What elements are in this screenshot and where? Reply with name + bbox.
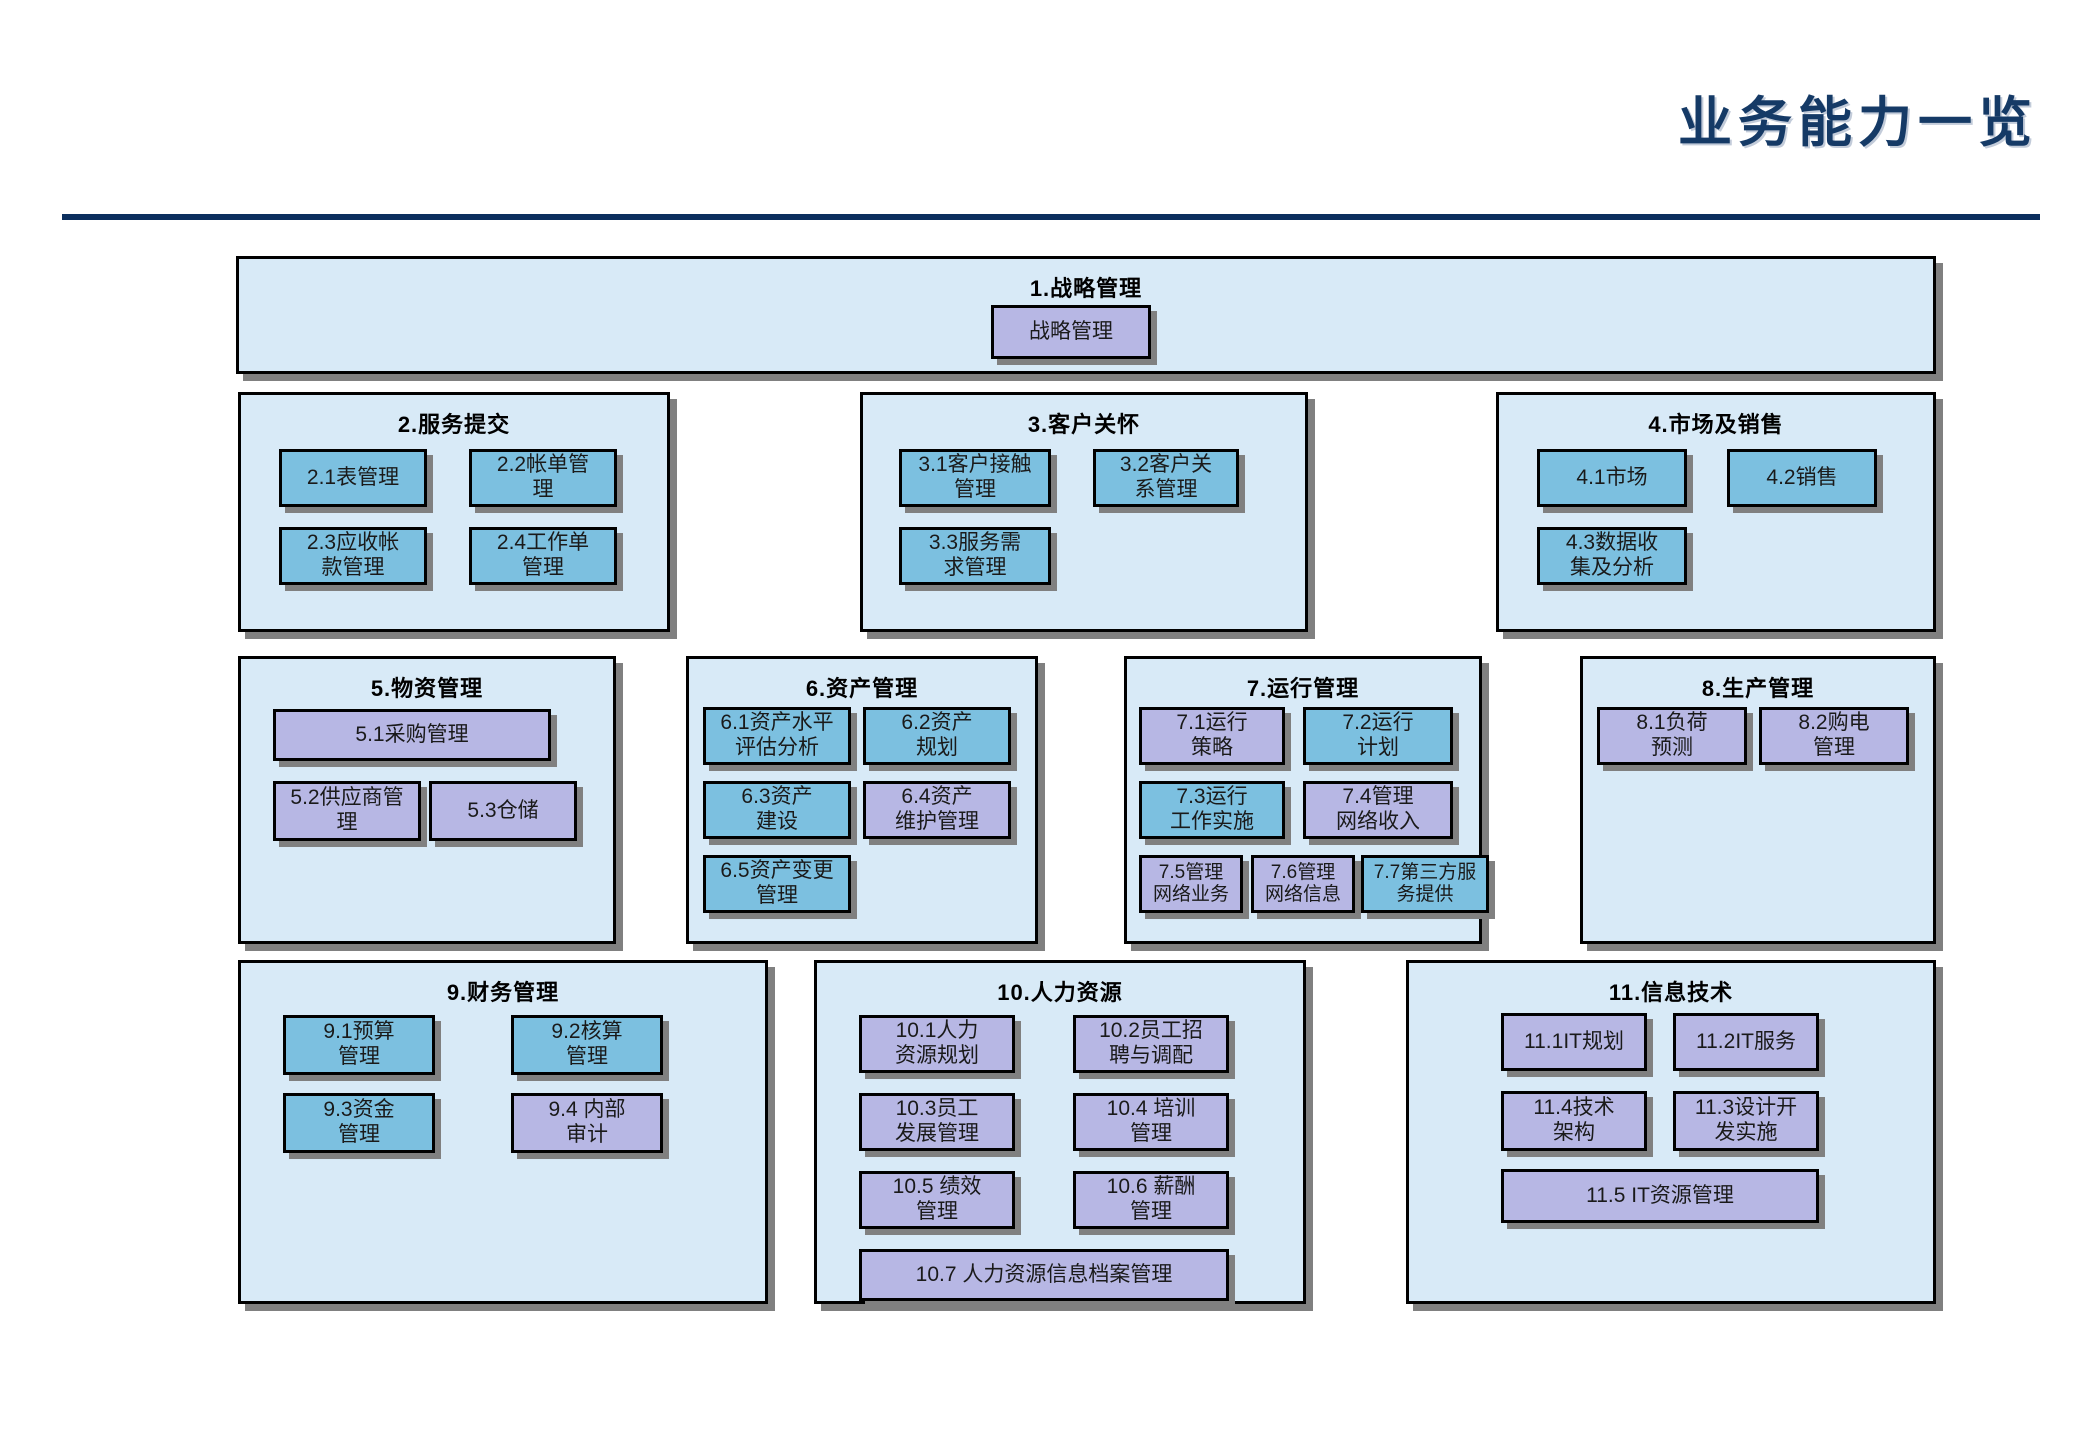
panel-asset-management[interactable]: 6.资产管理 6.1资产水平 评估分析 6.2资产 规划 6.3资产 建设 6.… [686,656,1038,944]
capability-box-4-1[interactable]: 4.1市场 [1537,449,1687,507]
title-divider [62,214,2040,220]
capability-box-1-1[interactable]: 战略管理 [991,305,1151,359]
capability-box-10-5[interactable]: 10.5 绩效 管理 [859,1171,1015,1229]
capability-box-7-4[interactable]: 7.4管理 网络收入 [1303,781,1453,839]
capability-box-5-1[interactable]: 5.1采购管理 [273,709,551,761]
capability-box-11-5[interactable]: 11.5 IT资源管理 [1501,1169,1819,1223]
panel-title: 11.信息技术 [1608,980,1734,1005]
panel-customer-care[interactable]: 3.客户关怀 3.1客户接触 管理 3.2客户关 系管理 3.3服务需 求管理 [860,392,1308,632]
capability-box-11-2[interactable]: 11.2IT服务 [1673,1013,1819,1071]
capability-box-5-2[interactable]: 5.2供应商管 理 [273,781,421,841]
capability-box-4-3[interactable]: 4.3数据收 集及分析 [1537,527,1687,585]
panel-finance-management[interactable]: 9.财务管理 9.1预算 管理 9.2核算 管理 9.3资金 管理 9.4 内部… [238,960,768,1304]
capability-box-9-3[interactable]: 9.3资金 管理 [283,1093,435,1153]
capability-box-11-3[interactable]: 11.3设计开 发实施 [1673,1091,1819,1151]
panel-service-delivery[interactable]: 2.服务提交 2.1表管理 2.2帐单管 理 2.3应收帐 款管理 2.4工作单… [238,392,670,632]
panel-strategy-management[interactable]: 1.战略管理 战略管理 [236,256,1936,374]
capability-box-6-4[interactable]: 6.4资产 维护管理 [863,781,1011,839]
capability-box-3-1[interactable]: 3.1客户接触 管理 [899,449,1051,507]
panel-title: 10.人力资源 [997,980,1123,1005]
panel-title: 4.市场及销售 [1648,412,1784,437]
panel-market-sales[interactable]: 4.市场及销售 4.1市场 4.2销售 4.3数据收 集及分析 [1496,392,1936,632]
panel-title: 7.运行管理 [1246,676,1360,701]
panel-operations-management[interactable]: 7.运行管理 7.1运行 策略 7.2运行 计划 7.3运行 工作实施 7.4管… [1124,656,1489,944]
capability-box-10-7[interactable]: 10.7 人力资源信息档案管理 [859,1249,1229,1301]
capability-box-7-1[interactable]: 7.1运行 策略 [1139,707,1285,765]
panel-production-management[interactable]: 8.生产管理 8.1负荷 预测 8.2购电 管理 [1580,656,1936,944]
panel-information-technology[interactable]: 11.信息技术 11.1IT规划 11.2IT服务 11.4技术 架构 11.3… [1406,960,1936,1304]
capability-box-2-3[interactable]: 2.3应收帐 款管理 [279,527,427,585]
capability-box-10-1[interactable]: 10.1人力 资源规划 [859,1015,1015,1073]
capability-box-9-2[interactable]: 9.2核算 管理 [511,1015,663,1075]
capability-box-7-7[interactable]: 7.7第三方服 务提供 [1361,855,1489,913]
capability-box-8-1[interactable]: 8.1负荷 预测 [1597,707,1747,765]
panel-title: 1.战略管理 [1029,276,1143,301]
capability-box-6-2[interactable]: 6.2资产 规划 [863,707,1011,765]
panel-human-resources[interactable]: 10.人力资源 10.1人力 资源规划 10.2员工招 聘与调配 10.3员工 … [814,960,1306,1304]
panel-title: 8.生产管理 [1701,676,1815,701]
capability-box-10-2[interactable]: 10.2员工招 聘与调配 [1073,1015,1229,1073]
capability-box-4-2[interactable]: 4.2销售 [1727,449,1877,507]
capability-box-9-1[interactable]: 9.1预算 管理 [283,1015,435,1075]
capability-box-6-3[interactable]: 6.3资产 建设 [703,781,851,839]
page-title: 业务能力一览 [1678,93,2038,153]
capability-box-7-3[interactable]: 7.3运行 工作实施 [1139,781,1285,839]
capability-box-7-5[interactable]: 7.5管理 网络业务 [1139,855,1243,913]
capability-box-3-2[interactable]: 3.2客户关 系管理 [1093,449,1239,507]
capability-box-7-6[interactable]: 7.6管理 网络信息 [1251,855,1355,913]
panel-material-management[interactable]: 5.物资管理 5.1采购管理 5.2供应商管 理 5.3仓储 [238,656,616,944]
capability-box-11-4[interactable]: 11.4技术 架构 [1501,1091,1647,1151]
capability-box-3-3[interactable]: 3.3服务需 求管理 [899,527,1051,585]
capability-box-7-2[interactable]: 7.2运行 计划 [1303,707,1453,765]
capability-box-10-6[interactable]: 10.6 薪酬 管理 [1073,1171,1229,1229]
capability-box-10-4[interactable]: 10.4 培训 管理 [1073,1093,1229,1151]
capability-box-6-1[interactable]: 6.1资产水平 评估分析 [703,707,851,765]
capability-box-2-2[interactable]: 2.2帐单管 理 [469,449,617,507]
capability-box-11-1[interactable]: 11.1IT规划 [1501,1013,1647,1071]
capability-box-8-2[interactable]: 8.2购电 管理 [1759,707,1909,765]
capability-box-2-4[interactable]: 2.4工作单 管理 [469,527,617,585]
panel-title: 2.服务提交 [397,412,511,437]
panel-title: 3.客户关怀 [1027,412,1141,437]
capability-box-5-3[interactable]: 5.3仓储 [429,781,577,841]
panel-title: 6.资产管理 [805,676,919,701]
capability-box-10-3[interactable]: 10.3员工 发展管理 [859,1093,1015,1151]
panel-title: 9.财务管理 [446,980,560,1005]
capability-box-2-1[interactable]: 2.1表管理 [279,449,427,507]
capability-box-9-4[interactable]: 9.4 内部 审计 [511,1093,663,1153]
capability-box-6-5[interactable]: 6.5资产变更 管理 [703,855,851,913]
panel-title: 5.物资管理 [370,676,484,701]
